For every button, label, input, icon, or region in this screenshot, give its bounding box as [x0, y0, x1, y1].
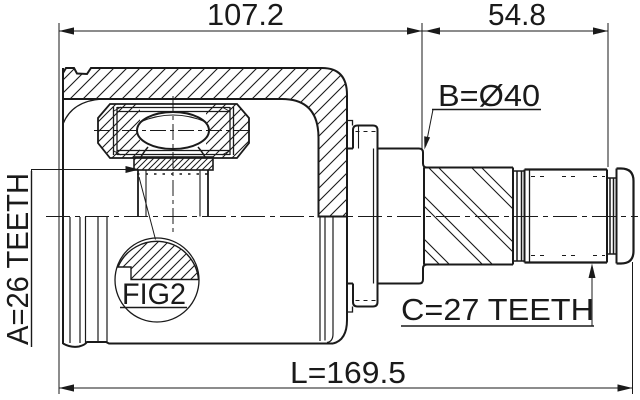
hub-stem-inner [145, 170, 201, 217]
housing-section-hatch [62, 67, 348, 218]
boot-land-bottom [352, 283, 379, 308]
callout-b: B=Ø40 [424, 78, 541, 150]
housing-right-steps [319, 217, 334, 344]
centerlines [46, 96, 638, 234]
housing-mouth-fillet [62, 98, 103, 125]
housing-right-exterior [332, 216, 348, 345]
dimension-arrows [59, 27, 633, 392]
detail-fig2: FIG2 [114, 176, 200, 323]
label-b-arrow [424, 136, 431, 150]
arrow-107-left [59, 27, 74, 35]
fig2-leader-line [138, 176, 156, 240]
arrow-L-left [59, 384, 74, 392]
dimension-graphics [58, 23, 633, 394]
outer-race-outline [97, 103, 250, 159]
dim-shaft-width: 54.8 [488, 0, 546, 32]
gear-helix-lines [423, 167, 514, 265]
boot-land-top [352, 124, 379, 149]
dim-housing-width: 107.2 [207, 0, 284, 32]
housing-body [62, 67, 348, 348]
spline-block [524, 168, 607, 264]
callout-a: A=26 TEETH [0, 166, 140, 347]
arrow-107-right [407, 27, 422, 35]
arrow-548-left [425, 27, 440, 35]
label-a-leader [31, 169, 126, 171]
cage-corner-ticks [112, 106, 231, 156]
fig2-label: FIG2 [122, 278, 186, 311]
outer-race-hatch-left [98, 104, 140, 158]
arrow-L-right [617, 384, 633, 392]
spline-root-dashes [531, 175, 605, 257]
label-b-diameter: B=Ø40 [438, 78, 540, 113]
label-c-arrow [588, 263, 596, 278]
housing-boot-grooves [69, 217, 108, 343]
snap-ring-groove [607, 177, 616, 255]
housing-bottom-edge [62, 341, 333, 348]
boot-land-ledges [347, 119, 354, 313]
arrow-548-right [593, 27, 608, 35]
hub-stem [137, 170, 209, 217]
callout-c: C=27 TEETH [401, 263, 596, 327]
dim-overall-length: L=169.5 [290, 355, 406, 390]
ball-highlight-arc [139, 114, 207, 123]
gear-block [423, 166, 514, 266]
label-c-teeth: C=27 TEETH [401, 292, 594, 327]
fig2-groove-hatch [116, 240, 200, 281]
neck-outline [347, 147, 428, 285]
label-a-teeth: A=26 TEETH [0, 173, 35, 345]
label-a-arrow [125, 166, 140, 173]
